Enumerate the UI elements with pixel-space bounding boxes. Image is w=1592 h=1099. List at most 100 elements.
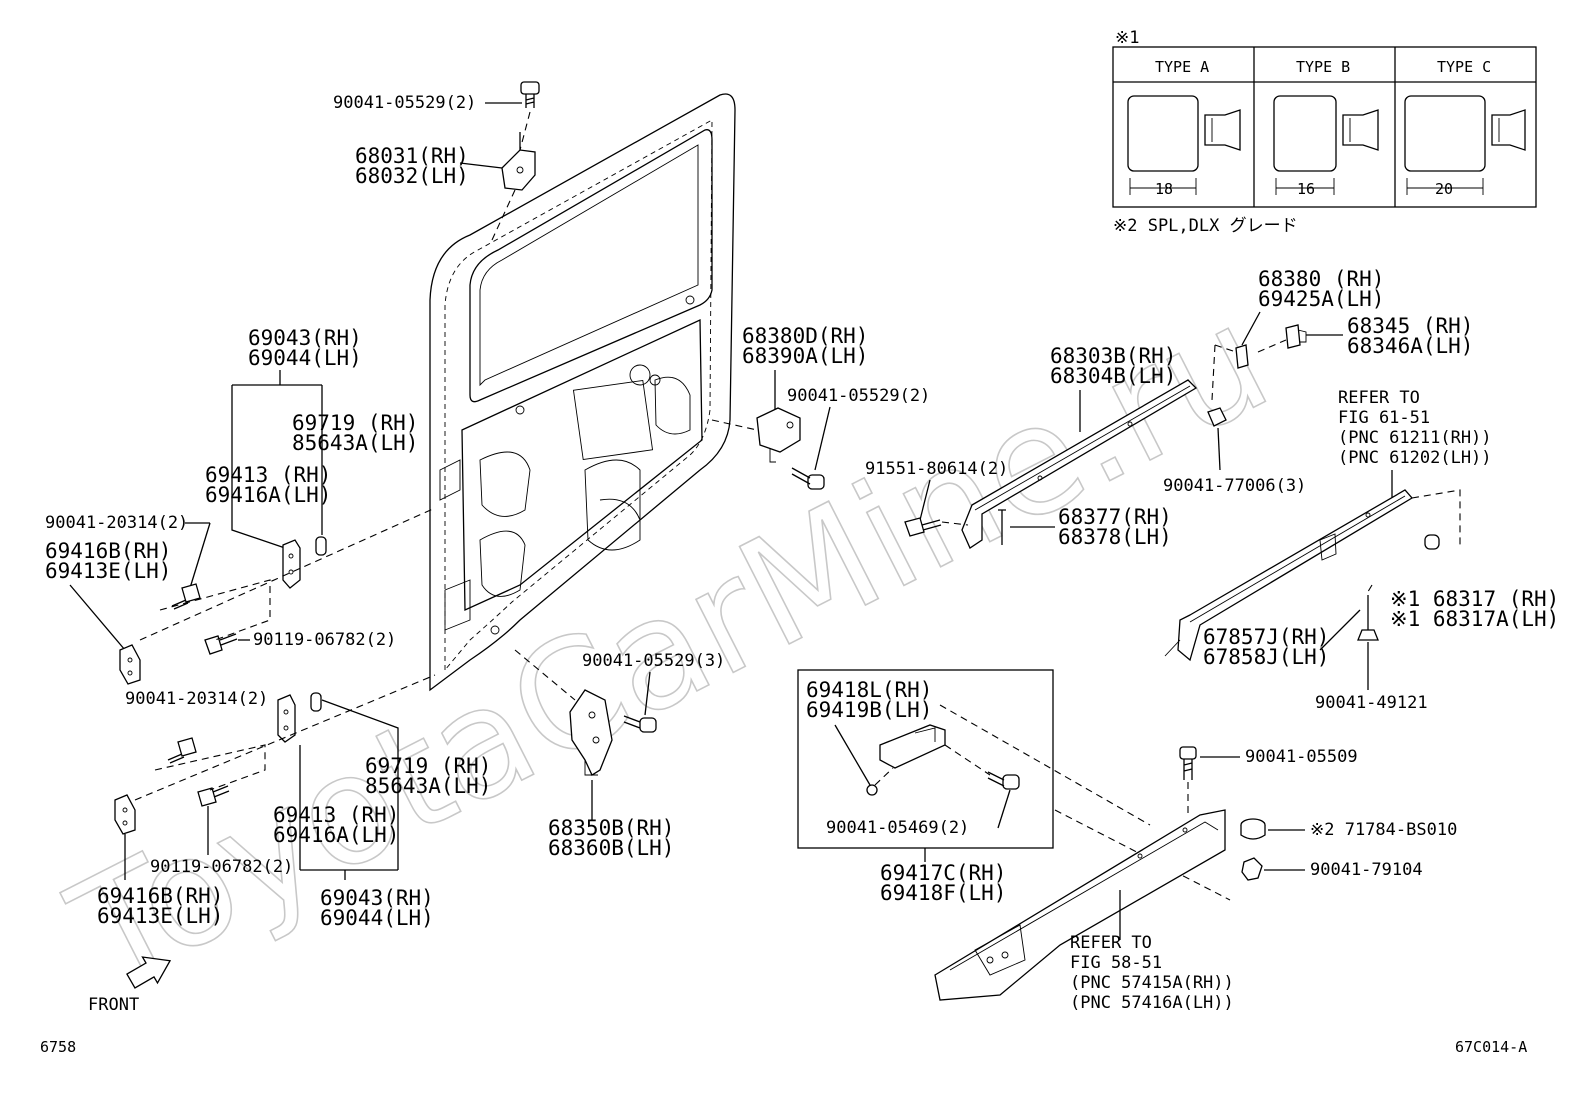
refer1-line4: (PNC 61202(LH)) [1338, 448, 1492, 468]
label-90119-top: 90119-06782(2) [253, 630, 396, 650]
label-90041-79104: 90041-79104 [1310, 860, 1423, 880]
leader [644, 671, 651, 716]
refer2-line3: (PNC 57415A(RH)) [1070, 973, 1234, 993]
hinge-68350b-part [569, 689, 613, 776]
leader [1217, 427, 1221, 471]
label-68380d: 68380D(RH) [742, 324, 868, 348]
label-68378: 68378(LH) [1058, 525, 1172, 549]
label-69417c: 69417C(RH) [880, 861, 1006, 885]
label-68360b: 68360B(LH) [548, 836, 674, 860]
front-arrow-icon [126, 956, 172, 989]
type-a-dim: 18 [1155, 180, 1173, 198]
bolt-90041-05529-top [520, 81, 540, 108]
roller-68317-part [1424, 534, 1440, 550]
cap-71784-part [1240, 818, 1266, 840]
type-c-dim: 20 [1435, 180, 1453, 198]
label-68031: 68031(RH) [355, 144, 469, 168]
label-69044-bot: 69044(LH) [320, 906, 434, 930]
bolt-90041-05509-part [1179, 746, 1197, 780]
label-69416a-bot: 69416A(LH) [273, 823, 399, 847]
label-69044-top: 69044(LH) [248, 346, 362, 370]
upper-rail-68303b-part [961, 379, 1198, 549]
refer1-line1: REFER TO [1338, 388, 1420, 408]
front-label: FRONT [88, 995, 139, 1015]
label-69416b-bot: 69416B(RH) [97, 884, 223, 908]
label-69418l: 69418L(RH) [806, 678, 932, 702]
label-68317a: ※1 68317A(LH) [1390, 607, 1559, 631]
nut-90041-79104-part [1241, 857, 1263, 881]
label-68377: 68377(RH) [1058, 505, 1172, 529]
hinge-69413-top-part [282, 539, 301, 589]
leader [834, 724, 871, 786]
type-b-drawing [1273, 95, 1379, 195]
leader [1241, 311, 1261, 346]
label-69413-bot: 69413 (RH) [273, 803, 399, 827]
lock-69418l-part [879, 724, 946, 769]
bracket-69416b-top-part [119, 644, 141, 685]
bolt-90041-49121-part [1357, 595, 1379, 641]
label-90041-20314-top: 90041-20314(2) [45, 513, 188, 533]
type-a-drawing [1127, 95, 1241, 195]
note1-mark: ※1 [1115, 28, 1139, 48]
leader [997, 789, 1011, 829]
label-68346a: 68346A(LH) [1347, 334, 1473, 358]
bolt-91551-part [904, 517, 942, 537]
bolt-90041-05529-mid-part [791, 467, 825, 490]
bracket-69416b-bot-part [114, 794, 136, 835]
note2: ※2 SPL,DLX グレード [1113, 216, 1298, 236]
refer2-line1: REFER TO [1070, 933, 1152, 953]
door-panel [429, 93, 736, 692]
leader [189, 522, 211, 589]
label-90041-20314-bot: 90041-20314(2) [125, 689, 268, 709]
label-69425a: 69425A(LH) [1258, 287, 1384, 311]
label-90041-05529-top: 90041-05529(2) [333, 93, 476, 113]
bolt-90119-06782-top-part [204, 633, 238, 655]
label-69413e-top: 69413E(LH) [45, 559, 171, 583]
bumper-68345-part [1285, 324, 1307, 349]
label-69413-top: 69413 (RH) [205, 463, 331, 487]
label-69418f: 69418F(LH) [880, 881, 1006, 905]
refer1-line3: (PNC 61211(RH)) [1338, 428, 1492, 448]
label-90041-05509: 90041-05509 [1245, 747, 1358, 767]
label-68303b: 68303B(RH) [1050, 344, 1176, 368]
page-number: 6758 [40, 1038, 76, 1056]
label-68350b: 68350B(RH) [548, 816, 674, 840]
label-90041-05529-3: 90041-05529(3) [582, 651, 725, 671]
bushing-69719-top-part [315, 536, 327, 556]
type-c-header: TYPE C [1437, 58, 1491, 76]
bracket-69043-bot [299, 699, 399, 880]
label-90041-05469: 90041-05469(2) [826, 818, 969, 838]
leader [814, 406, 831, 471]
label-90119-bot: 90119-06782(2) [150, 857, 293, 877]
type-a-header: TYPE A [1155, 58, 1209, 76]
bolt-90041-20314-bot-part [167, 737, 197, 764]
label-68304b: 68304B(LH) [1050, 364, 1176, 388]
label-68345: 68345 (RH) [1347, 314, 1473, 338]
stopper-68380-part [1235, 344, 1249, 369]
leader [1319, 609, 1361, 651]
label-69043-top: 69043(RH) [248, 326, 362, 350]
refer1-line2: FIG 61-51 [1338, 408, 1430, 428]
label-90041-49121: 90041-49121 [1315, 693, 1428, 713]
bolt-90041-20314-top-part [171, 583, 201, 610]
leader [459, 162, 503, 169]
figure-code: 67C014-A [1455, 1038, 1527, 1056]
label-69043-bot: 69043(RH) [320, 886, 434, 910]
striker-68380d-part [756, 407, 801, 463]
label-71784: ※2 71784-BS010 [1310, 820, 1457, 840]
label-67857j: 67857J(RH) [1203, 625, 1329, 649]
label-69719-top: 69719 (RH) [292, 411, 418, 435]
label-69413e-bot: 69413E(LH) [97, 904, 223, 928]
label-68390a: 68390A(LH) [742, 344, 868, 368]
type-b-dim: 16 [1297, 180, 1315, 198]
leader [69, 584, 126, 651]
refer2-line4: (PNC 57416A(LH)) [1070, 993, 1234, 1013]
label-68380: 68380 (RH) [1258, 267, 1384, 291]
label-67858j: 67858J(LH) [1203, 645, 1329, 669]
label-68032: 68032(LH) [355, 164, 469, 188]
bolt-90041-05469-part [987, 771, 1020, 790]
bolt-90119-06782-bot-part [197, 785, 230, 807]
lower-rail-part [934, 809, 1226, 1001]
bolt-90041-05529-3-part [623, 715, 657, 733]
